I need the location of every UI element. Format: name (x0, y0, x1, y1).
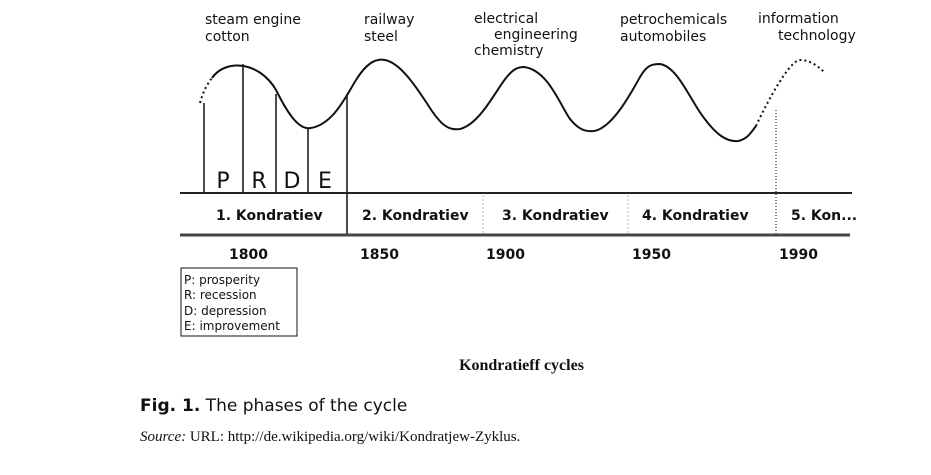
wave-dotted-end (755, 58, 825, 127)
wave-5-label-line2: technology (778, 28, 856, 44)
legend-depression: D: depression (184, 304, 267, 318)
year-1800: 1800 (229, 247, 268, 263)
wave-3-label-line1: electrical (474, 11, 538, 27)
phase-e: E (318, 169, 332, 194)
wave-dotted-start (199, 77, 213, 104)
wave-4-label-line2: automobiles (620, 29, 706, 45)
wave-1-label-line2: cotton (205, 29, 250, 45)
figure-text: The phases of the cycle (200, 396, 408, 416)
figure-caption: Fig. 1. The phases of the cycle (140, 396, 407, 416)
year-1950: 1950 (632, 247, 671, 263)
wave-3-label-line2: engineering (494, 27, 578, 43)
wave-4-label-line1: petrochemicals (620, 12, 727, 28)
wave-2-label-line2: steel (364, 29, 398, 45)
cycle-label-2: 2. Kondratiev (362, 208, 469, 224)
legend-recession: R: recession (184, 288, 257, 302)
year-1900: 1900 (486, 247, 525, 263)
source-note: Source: URL: http://de.wikipedia.org/wik… (140, 429, 520, 446)
cycle-label-5: 5. Kon... (791, 208, 857, 224)
source-label: Source: (140, 429, 187, 445)
cycle-label-3: 3. Kondratiev (502, 208, 609, 224)
diagram-caption: Kondratieff cycles (459, 357, 584, 374)
legend-prosperity: P: prosperity (184, 273, 260, 287)
legend-improvement: E: improvement (184, 319, 280, 333)
economic-wave-curve (211, 58, 757, 143)
wave-5-label-line1: information (758, 11, 839, 27)
year-1850: 1850 (360, 247, 399, 263)
wave-2-label-line1: railway (364, 12, 414, 28)
wave-1-label-line1: steam engine (205, 12, 301, 28)
phase-p: P (216, 169, 229, 194)
cycle-label-1: 1. Kondratiev (216, 208, 323, 224)
source-url: URL: http://de.wikipedia.org/wiki/Kondra… (186, 429, 521, 445)
phase-r: R (251, 169, 266, 194)
year-1990: 1990 (779, 247, 818, 263)
phase-legend-box (180, 267, 298, 337)
figure-number: Fig. 1. (140, 396, 201, 416)
cycle-label-4: 4. Kondratiev (642, 208, 749, 224)
wave-3-label-line3: chemistry (474, 43, 544, 59)
phase-d: D (284, 169, 301, 194)
